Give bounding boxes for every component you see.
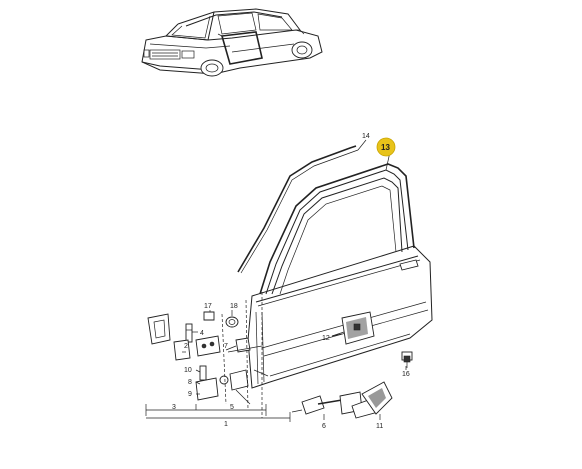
callout-4: 4 [200,330,204,337]
callout-17: 17 [204,303,212,310]
callout-14: 14 [362,133,370,140]
leader-lines [145,139,407,422]
callout-12: 12 [322,335,330,342]
callout-8: 8 [188,379,192,386]
callout-18: 18 [230,303,238,310]
door-lock [331,311,375,345]
door-shell [247,245,433,389]
striker-plate [361,381,393,415]
callout-16: 16 [402,371,410,378]
car-thumbnail [141,8,323,77]
callout-11: 11 [376,423,383,430]
callout-13: 13 [381,143,390,152]
callout-6: 6 [322,423,326,430]
window-channel-seal [237,145,359,274]
callout-7: 7 [224,343,228,350]
door-contact-switch [401,351,413,368]
callout-1: 1 [224,421,228,428]
callout-10: 10 [184,367,192,374]
callout-2: 2 [184,343,188,350]
callout-labels: 14 13 17 18 4 2 7 12 16 10 8 9 3 5 1 6 1… [172,133,410,430]
door-window-frame [259,163,415,295]
callout-5: 5 [230,404,234,411]
callout-9: 9 [188,391,192,398]
hinge-assembly [147,292,263,418]
callout-3: 3 [172,404,176,411]
callout-13-highlight [376,137,396,157]
